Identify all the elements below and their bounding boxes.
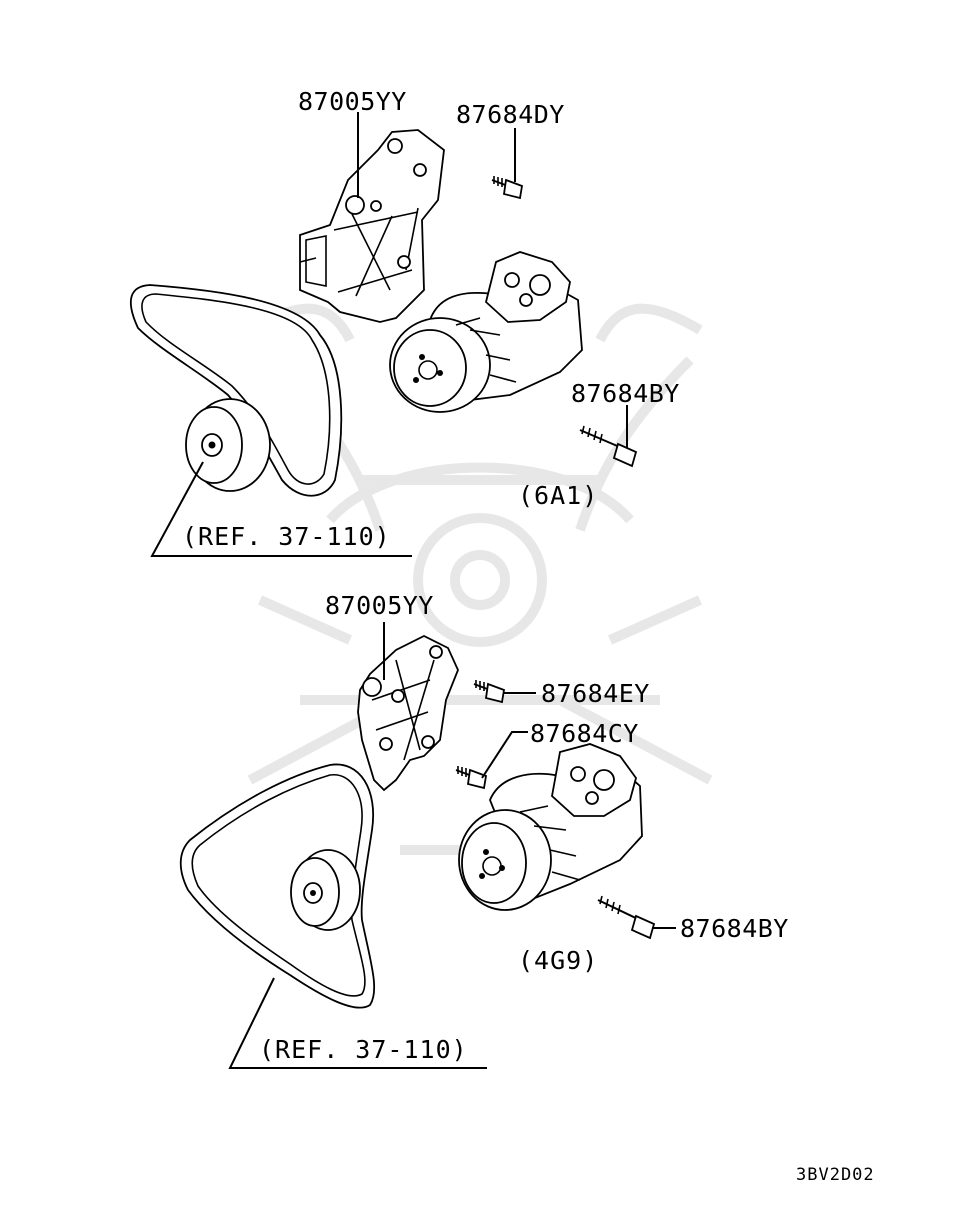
lower-bolt-mid — [455, 766, 488, 790]
upper-bolt-short-label: 87684DY — [456, 100, 565, 129]
lower-compressor-bracket — [357, 634, 459, 792]
upper-reference-label: (REF. 37-110) — [182, 522, 391, 551]
upper-bolt-short — [491, 176, 524, 200]
lower-variant-label: (4G9) — [518, 946, 598, 975]
lower-bolt-mid-label: 87684CY — [530, 719, 639, 748]
upper-bolt-long-label: 87684BY — [571, 379, 680, 408]
lower-bolt-upper — [473, 680, 506, 704]
lower-idler-pulley — [290, 849, 361, 931]
lower-ac-compressor — [458, 743, 643, 911]
lower-drive-belt — [179, 763, 376, 1009]
upper-compressor-bracket — [299, 129, 445, 323]
upper-variant-label: (6A1) — [518, 481, 598, 510]
lower-bolt-mid-leader — [481, 731, 528, 779]
lower-bracket-label: 87005YY — [325, 591, 434, 620]
upper-ac-compressor — [389, 251, 583, 413]
lower-bolt-upper-label: 87684EY — [541, 679, 650, 708]
upper-bolt-long — [579, 425, 638, 468]
upper-bracket-label: 87005YY — [298, 87, 407, 116]
lower-reference-leader — [228, 977, 487, 1069]
lower-bolt-long-label: 87684BY — [680, 914, 789, 943]
upper-idler-pulley — [185, 398, 271, 492]
upper-reference-leader — [150, 461, 412, 557]
lower-bolt-long — [597, 895, 656, 940]
upper-drive-belt — [129, 284, 343, 497]
lower-reference-label: (REF. 37-110) — [259, 1035, 468, 1064]
figure-code: 3BV2D02 — [796, 1165, 875, 1185]
